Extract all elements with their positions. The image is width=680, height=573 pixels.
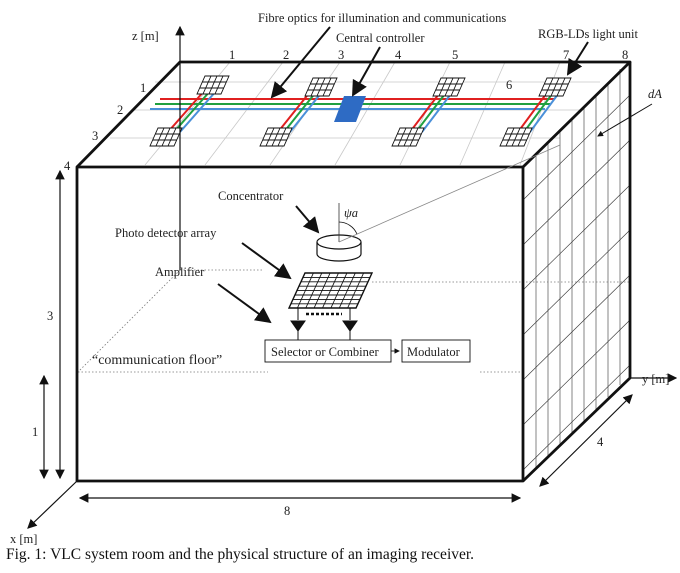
concentrator-label: Concentrator	[218, 189, 284, 203]
corner-label-4: 4	[64, 159, 71, 173]
communication-plane	[77, 269, 630, 373]
y-tick-label: 6	[506, 78, 512, 92]
corner-label-8: 8	[622, 48, 628, 62]
amplifier-label: Amplifier	[155, 265, 205, 279]
figure-caption: Fig. 1: VLC system room and the physical…	[6, 546, 475, 563]
floor-dimension-label: 1	[32, 425, 38, 439]
room-right-edges	[522, 62, 632, 483]
diagram-canvas: z [m] y [m] x [m] 1 2 3 4 5 6 7 8 1 2 3 …	[10, 11, 678, 546]
central-controller-label: Central controller	[336, 31, 425, 45]
light-unit	[391, 127, 425, 147]
y-tick-labels: 1 2 3 4 5 6 7 8	[229, 48, 628, 92]
dimension-width: 4	[539, 394, 633, 487]
room-top-edges	[76, 60, 632, 168]
y-tick-label: 7	[563, 48, 569, 62]
x-tick-label: 3	[92, 129, 98, 143]
amplifier-triangle	[342, 320, 358, 332]
z-axis-label: z [m]	[132, 29, 159, 43]
rgb-light-unit-label: RGB-LDs light unit	[538, 27, 639, 41]
light-unit	[304, 77, 338, 97]
photo-detector-array	[287, 272, 374, 309]
y-tick-label: 2	[283, 48, 289, 62]
x-axis-label: x [m]	[10, 532, 37, 546]
length-dimension-label: 8	[284, 504, 290, 518]
light-unit	[499, 127, 533, 147]
light-unit	[196, 75, 230, 95]
incidence-ray	[338, 144, 561, 243]
central-controller-box	[334, 96, 366, 122]
modulator-box	[401, 339, 471, 363]
y-tick-label: 4	[395, 48, 402, 62]
x-tick-label: 2	[117, 103, 123, 117]
y-tick-label: 3	[338, 48, 344, 62]
selector-label: Selector or Combiner	[271, 345, 379, 359]
dimension-length: 8	[78, 493, 522, 518]
y-axis-label: y [m]	[642, 372, 669, 386]
amplifier-triangle	[290, 320, 306, 332]
light-unit	[538, 77, 572, 97]
light-unit	[432, 77, 466, 97]
psi-a-label: ψa	[344, 206, 358, 220]
y-tick-label: 1	[229, 48, 235, 62]
height-dimension-label: 3	[47, 309, 53, 323]
x-axis	[27, 480, 78, 529]
communication-floor-label: “communication floor”	[92, 353, 222, 368]
x-tick-label: 1	[140, 81, 146, 95]
amplifier-symbols	[290, 308, 358, 340]
fibre-optics-label: Fibre optics for illumination and commun…	[258, 11, 506, 25]
y-tick-label: 5	[452, 48, 458, 62]
light-unit	[259, 127, 293, 147]
photo-detector-label: Photo detector array	[115, 226, 217, 240]
dimension-height: 3	[47, 169, 65, 480]
dimension-floor: 1	[32, 374, 49, 480]
modulator-label: Modulator	[407, 345, 461, 359]
da-label: dA	[648, 87, 662, 101]
light-unit	[149, 127, 183, 147]
x-tick-labels: 1 2 3 4	[64, 81, 146, 173]
side-wall-grid	[522, 69, 631, 471]
width-dimension-label: 4	[597, 435, 604, 449]
light-units	[149, 75, 572, 147]
